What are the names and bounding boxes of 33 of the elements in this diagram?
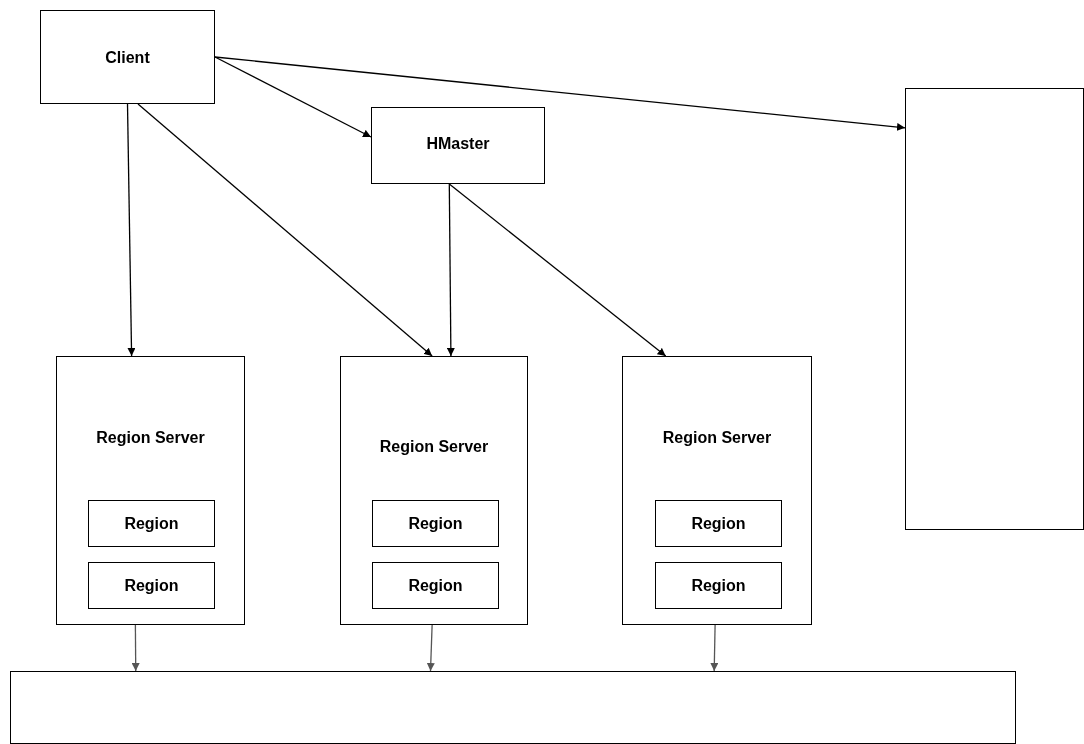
- node-label: Client: [104, 49, 151, 67]
- node-label: Region: [123, 577, 180, 595]
- node-label: Region Server: [95, 429, 206, 447]
- process-box: [371, 107, 545, 184]
- region-box: [88, 500, 215, 547]
- empty-box: [905, 88, 1084, 530]
- node-label: Region: [690, 577, 747, 595]
- arrow: [448, 183, 667, 357]
- arrow: [446, 183, 455, 357]
- process-box: [56, 356, 245, 625]
- arrow: [710, 624, 719, 672]
- node-label: Region: [690, 515, 747, 533]
- node-label: Region: [123, 515, 180, 533]
- arrow: [426, 624, 435, 672]
- node-label: Region Server: [661, 429, 773, 447]
- region-box: [372, 500, 499, 547]
- region-box: [655, 500, 782, 547]
- process-box: [622, 356, 812, 625]
- arrow: [214, 56, 906, 131]
- arrow: [214, 56, 372, 138]
- arrow: [137, 103, 433, 357]
- region-box: [372, 562, 499, 609]
- node-label: Region Server: [378, 438, 490, 456]
- arrow: [126, 103, 136, 357]
- node-label: Region: [407, 577, 464, 595]
- node-label: HMaster: [425, 135, 491, 153]
- empty-box: [10, 671, 1016, 744]
- process-box: [340, 356, 528, 625]
- arrow: [131, 624, 140, 672]
- process-box: [40, 10, 215, 104]
- region-box: [655, 562, 782, 609]
- node-label: Region: [407, 515, 464, 533]
- region-box: [88, 562, 215, 609]
